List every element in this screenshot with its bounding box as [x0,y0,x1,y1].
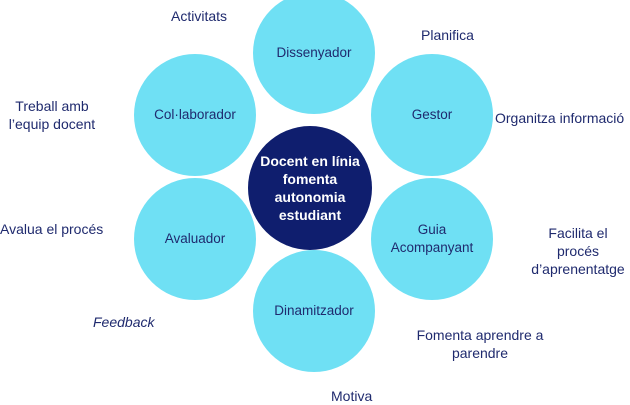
role-label-dinamitzador: Dinamitzador [274,302,354,318]
role-label-avaluador: Avaluador [164,230,226,246]
center-circle: Docent en línia fomenta autonomia estudi… [248,126,372,250]
role-guia-acompanyant: Guia Acompanyant [371,178,493,300]
label-facilita-proces: Facilita el procés d’aprenentatge [531,225,625,278]
label-treball-equip-docent: Treball amb l’equip docent [8,98,96,133]
role-label-collaborador: Col·laborador [154,106,236,122]
role-label-dissenyador: Dissenyador [276,44,352,60]
role-dinamitzador: Dinamitzador [253,250,375,372]
role-dissenyador: Dissenyador [253,0,375,114]
role-avaluador: Avaluador [134,178,256,300]
center-label: Docent en línia fomenta autonomia estudi… [260,152,360,224]
role-label-guia: Guia Acompanyant [390,221,474,255]
label-activitats: Activitats [171,8,228,24]
role-collaborador: Col·laborador [134,54,256,176]
label-organitza-informacio: Organitza informació [495,110,625,126]
role-label-gestor: Gestor [411,106,453,122]
label-fomenta-aprendre: Fomenta aprendre a parendre [416,327,544,362]
label-planifica: Planifica [421,27,474,43]
label-motiva: Motiva [331,388,373,404]
label-feedback: Feedback [93,314,155,330]
role-gestor: Gestor [371,54,493,176]
label-avalua-proces: Avalua el procés [0,221,104,237]
